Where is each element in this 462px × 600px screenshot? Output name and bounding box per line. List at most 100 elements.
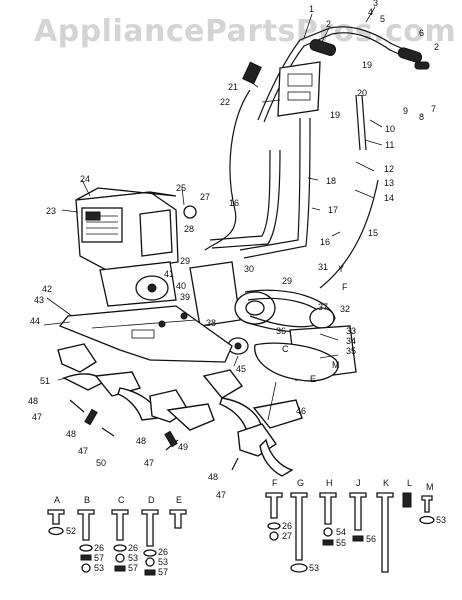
callout: 14 (384, 193, 394, 203)
callout: F (342, 282, 348, 292)
hw-sub: 26 (282, 521, 292, 531)
control-panel (277, 61, 321, 117)
callout: 50 (96, 458, 106, 468)
callout: 48 (28, 396, 38, 406)
hw-sub: 53 (158, 557, 168, 567)
callout: 37 (318, 302, 328, 312)
callout: 48 (208, 472, 218, 482)
spring-pin-l (402, 492, 412, 508)
bolt-d (141, 509, 159, 547)
hw-sub: 57 (158, 567, 168, 577)
callout: 2 (326, 19, 331, 29)
hardware-kit: A 52 B 26 57 53 C 26 53 57 D (47, 478, 446, 577)
callout: 38 (206, 318, 216, 328)
left-grip (309, 39, 337, 56)
watermark: AppliancePartsPros.com (34, 14, 457, 49)
right-grip (397, 47, 423, 63)
callout: 12 (384, 164, 394, 174)
hw-letter: G (297, 478, 304, 488)
bolt-k (376, 492, 394, 573)
callout: 29 (282, 276, 292, 286)
callout: 51 (40, 376, 50, 386)
bolt-j (349, 492, 367, 531)
tines (57, 343, 303, 477)
transmission (189, 261, 357, 382)
engine (75, 187, 197, 307)
hw-sub: 53 (309, 563, 319, 573)
hw-letter: H (326, 478, 333, 488)
bolt-c (111, 509, 129, 541)
leader-lines (43, 6, 383, 421)
callout: 36 (276, 326, 286, 336)
callout: 1 (309, 4, 314, 14)
callout: 16 (320, 237, 330, 247)
callout: 47 (144, 458, 154, 468)
callout: C (282, 344, 289, 354)
hw-letter: A (54, 495, 60, 505)
callout: 5 (380, 14, 385, 24)
hw-sub: 26 (128, 543, 138, 553)
hw-sub: 27 (282, 531, 292, 541)
callout: 16 (229, 198, 239, 208)
hw-letter: E (176, 495, 182, 505)
callout: 19 (330, 110, 340, 120)
callout: 33 (346, 326, 356, 336)
callout: 10 (385, 124, 395, 134)
hw-sub: 55 (336, 538, 346, 548)
callout: 24 (80, 174, 90, 184)
bolt-h (319, 492, 337, 525)
callout: 32 (340, 304, 350, 314)
bolt-m (421, 495, 433, 513)
callout: 27 (200, 192, 210, 202)
callout: 7 (431, 104, 436, 114)
bolt-a (47, 509, 65, 525)
callout: 48 (136, 436, 146, 446)
hw-letter: K (383, 478, 389, 488)
callout: 48 (66, 429, 76, 439)
callout: 13 (384, 178, 394, 188)
callout: E (310, 374, 316, 384)
callout: 17 (328, 205, 338, 215)
callout: 31 (318, 262, 328, 272)
callout: 46 (296, 406, 306, 416)
callout: 6 (419, 28, 424, 38)
control-cable (204, 89, 251, 251)
callout: 25 (176, 183, 186, 193)
handle-tubes (209, 94, 367, 259)
callout: 18 (326, 176, 336, 186)
callout: 22 (220, 97, 230, 107)
hw-sub: 57 (94, 553, 104, 563)
callout: 42 (42, 284, 52, 294)
callout: 47 (216, 490, 226, 500)
callout: 20 (357, 88, 367, 98)
callout: 4 (368, 7, 373, 17)
callout: Y (338, 264, 344, 274)
hw-sub: 57 (128, 563, 138, 573)
hw-sub: 53 (128, 553, 138, 563)
callout: 19 (362, 60, 372, 70)
throttle-lever (242, 61, 262, 85)
hw-sub: 53 (94, 563, 104, 573)
callout: 49 (178, 442, 188, 452)
callout: 44 (30, 316, 40, 326)
callout: 8 (419, 112, 424, 122)
hw-sub: 52 (66, 526, 76, 536)
callout: 47 (78, 446, 88, 456)
hw-letter: L (407, 478, 412, 488)
hw-sub: 54 (336, 527, 346, 537)
callout: 41 (164, 269, 174, 279)
callout: 15 (368, 228, 378, 238)
callout: 3 (373, 0, 378, 8)
callout: 9 (403, 106, 408, 116)
callout: 2 (434, 42, 439, 52)
callout: 43 (34, 295, 44, 305)
clutch-cable (319, 179, 379, 289)
hw-sub: 26 (158, 547, 168, 557)
callout: 30 (244, 264, 254, 274)
callout: 35 (346, 346, 356, 356)
callout: 47 (32, 412, 42, 422)
callout-labels: 1 2 3 4 5 6 2 7 8 9 19 20 21 22 10 11 12… (28, 0, 439, 500)
callout: 21 (228, 82, 238, 92)
